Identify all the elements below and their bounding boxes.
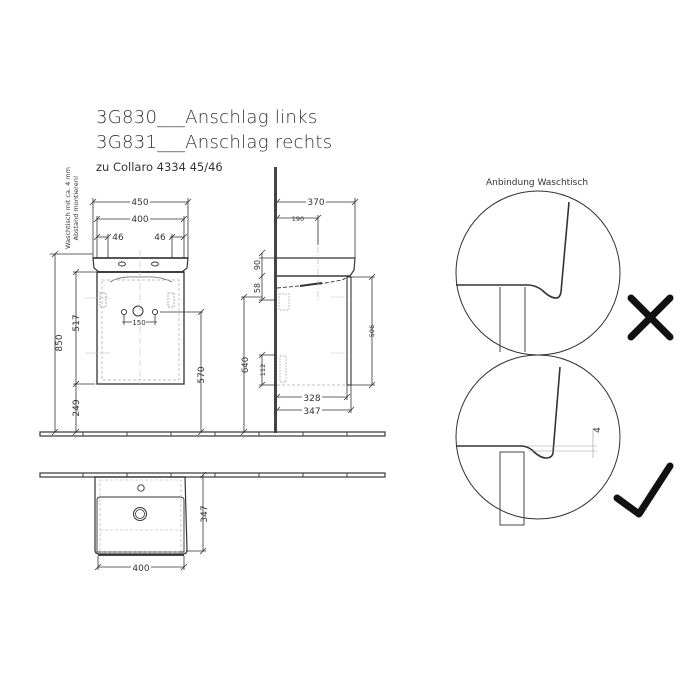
dim-150: 150 bbox=[132, 319, 145, 327]
dim-347: 347 bbox=[303, 407, 320, 417]
detail-wrong bbox=[455, 190, 621, 356]
detail-correct bbox=[455, 354, 621, 526]
dim-850: 850 bbox=[55, 334, 65, 351]
compatibility-note: zu Collaro 4334 45/46 bbox=[96, 160, 223, 174]
article-line-left: 3G830___Anschlag links bbox=[96, 107, 318, 128]
dim-328: 328 bbox=[303, 394, 320, 404]
side-dim-labels: 370 190 90 58 640 112 506 328 347 bbox=[241, 196, 376, 417]
dim-347-top: 347 bbox=[200, 505, 210, 522]
dim-58: 58 bbox=[253, 283, 262, 293]
article-line-right: 3G831___Anschlag rechts bbox=[96, 132, 333, 153]
top-view bbox=[94, 476, 188, 556]
dim-370: 370 bbox=[307, 198, 324, 208]
dim-249: 249 bbox=[72, 399, 82, 416]
dim-46-right: 46 bbox=[154, 233, 166, 243]
gap-dim-4: 4 bbox=[593, 427, 603, 433]
dim-517: 517 bbox=[72, 314, 82, 331]
front-dim-labels: 450 400 46 46 150 850 517 249 570 Wascht… bbox=[55, 167, 207, 417]
dim-400: 400 bbox=[131, 215, 148, 225]
dim-46-left: 46 bbox=[112, 233, 124, 243]
dim-190: 190 bbox=[292, 215, 304, 223]
x-mark-icon bbox=[627, 294, 674, 341]
mounting-note-2: Abstand montieren! bbox=[72, 176, 80, 241]
dim-570: 570 bbox=[197, 366, 207, 383]
floor-line-upper bbox=[39, 431, 386, 437]
dim-450: 450 bbox=[131, 198, 148, 208]
detail-title: Anbindung Waschtisch bbox=[486, 178, 589, 188]
mounting-note-1: Waschtisch mit ca. 4 mm bbox=[64, 167, 72, 249]
front-dimensions bbox=[50, 198, 205, 436]
top-dim-labels: 400 347 bbox=[131, 505, 210, 574]
wall-line-lower bbox=[39, 472, 386, 478]
front-view bbox=[85, 250, 189, 385]
dim-640: 640 bbox=[241, 357, 251, 373]
dim-506: 506 bbox=[368, 325, 376, 337]
dim-400-top: 400 bbox=[132, 564, 149, 574]
dim-90: 90 bbox=[253, 260, 262, 270]
dim-112: 112 bbox=[259, 364, 267, 376]
checkmark-icon bbox=[613, 462, 674, 518]
